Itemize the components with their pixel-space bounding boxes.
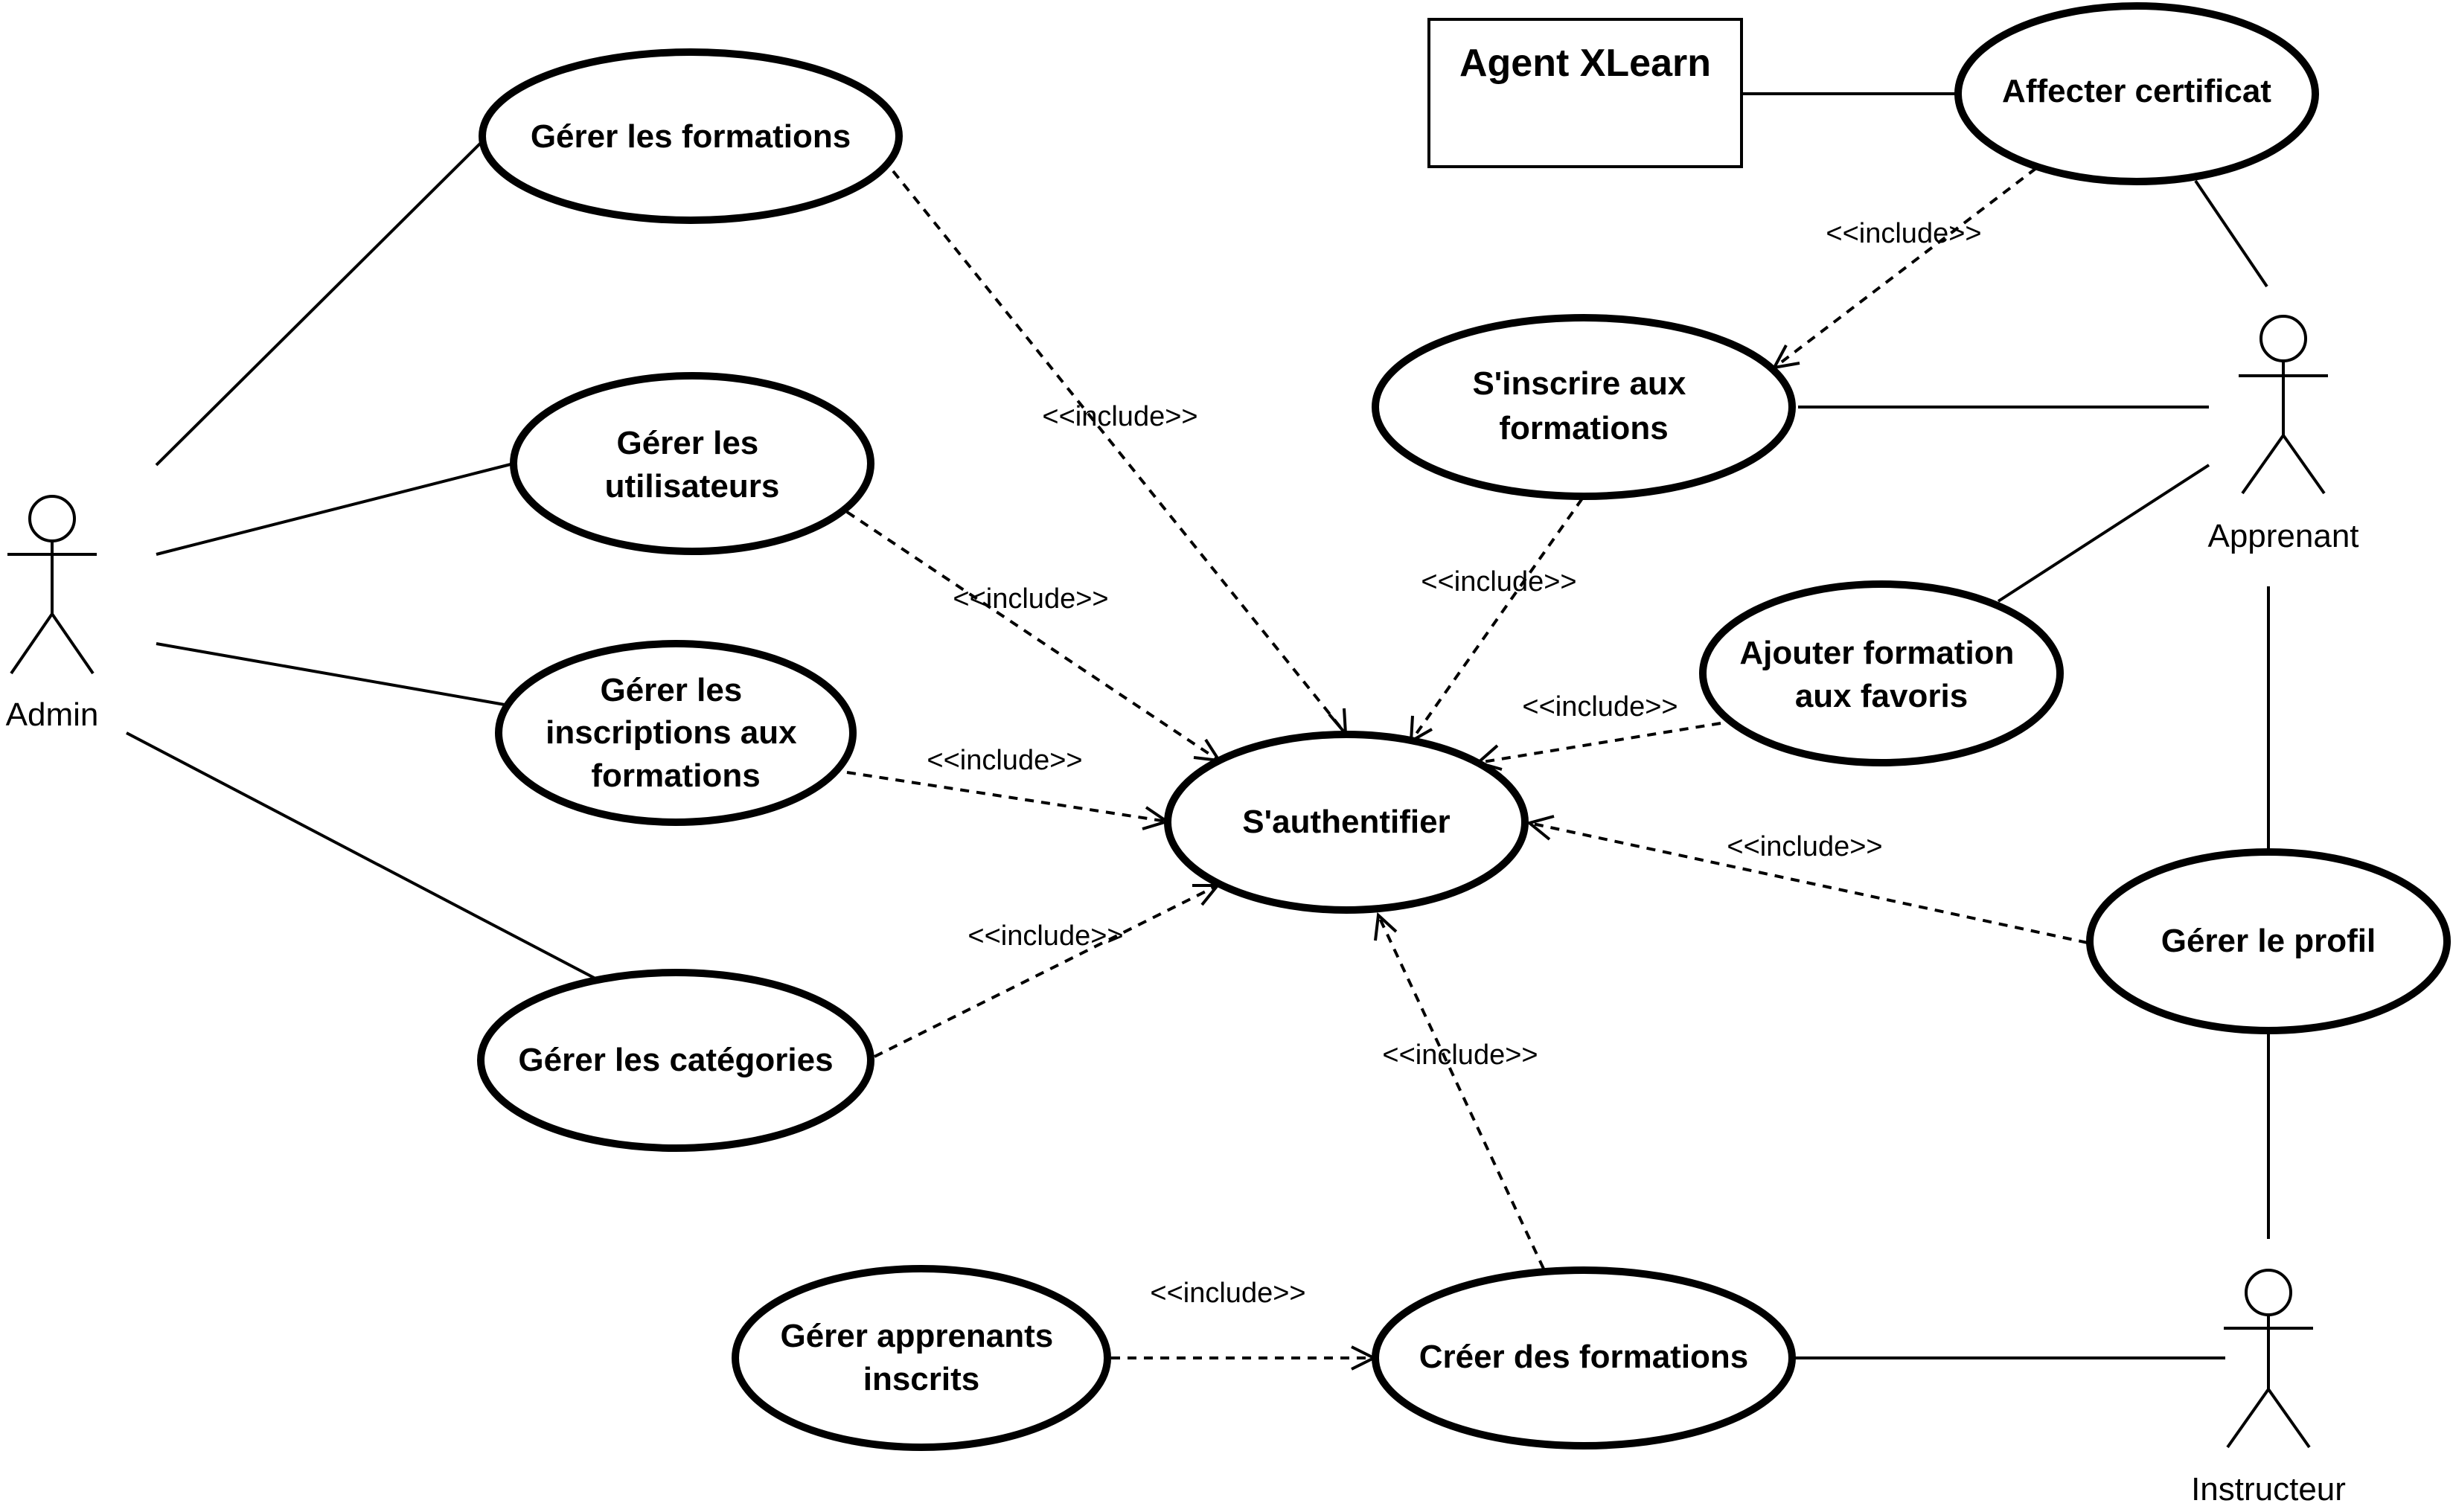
include-label-gerer-utilisateurs: <<include>> xyxy=(953,583,1108,615)
use-case-label: Ajouter formation aux favoris xyxy=(1739,635,2023,714)
include-line-gerer-formations xyxy=(892,170,1347,735)
include-label-gerer-apprenants: <<include>> xyxy=(1150,1278,1305,1309)
use-case-ellipse xyxy=(1372,1266,1796,1449)
include-arrowhead-gerer-formations xyxy=(1328,708,1348,738)
stick-figure-icon xyxy=(2224,1269,2313,1449)
use-case-ellipse xyxy=(477,969,874,1152)
use-case-ellipse xyxy=(495,640,857,826)
stick-figure-icon xyxy=(2239,315,2328,495)
use-case-ellipse xyxy=(2086,848,2451,1034)
include-labels: <<include>> <<include>> <<include>> <<in… xyxy=(927,218,1981,1309)
include-line-affecter-certificat xyxy=(1773,167,2038,369)
use-case-ellipse xyxy=(479,48,903,224)
use-case-affecter-certificat[interactable]: Affecter certificat xyxy=(1954,2,2319,185)
use-case-label: Gérer les utilisateurs xyxy=(605,425,780,504)
include-label-affecter-certificat: <<include>> xyxy=(1826,218,1981,249)
use-case-label: Gérer les inscriptions aux formations xyxy=(546,672,806,794)
use-case-gerer-formations[interactable]: Gérer les formations xyxy=(479,48,903,224)
use-case-label: S'inscrire aux formations xyxy=(1472,365,1695,446)
assoc-admin-gerer-categories xyxy=(126,731,596,980)
include-label-creer-formations: <<include>> xyxy=(1382,1040,1538,1071)
assoc-admin-gerer-utilisateurs xyxy=(156,462,514,556)
include-arrowhead-creer-formations xyxy=(1374,912,1398,941)
include-label-gerer-profil: <<include>> xyxy=(1727,831,1882,862)
include-line-favoris xyxy=(1477,722,1721,764)
include-label-gerer-formations: <<include>> xyxy=(1042,401,1197,432)
use-case-ellipse xyxy=(1164,731,1529,914)
use-case-creer-formations[interactable]: Créer des formations xyxy=(1372,1266,1796,1449)
use-case-inscrire-formations[interactable]: S'inscrire aux formations xyxy=(1372,314,1796,500)
actor-label-instructeur: Instructeur xyxy=(2191,1471,2346,1508)
agent-xlearn-label: Agent XLearn xyxy=(1459,42,1711,85)
include-line-gerer-inscriptions xyxy=(846,771,1168,823)
use-case-label: Gérer le profil xyxy=(2161,923,2376,959)
include-line-gerer-categories xyxy=(874,884,1218,1058)
use-case-ellipse xyxy=(1372,314,1796,500)
agent-xlearn-rect xyxy=(1427,18,1743,168)
stick-figure-icon xyxy=(7,495,97,675)
use-case-ellipse xyxy=(510,372,874,555)
use-case-label: Gérer les formations xyxy=(531,118,851,155)
assoc-favoris-apprenant xyxy=(1997,464,2210,603)
use-case-gerer-inscriptions[interactable]: Gérer les inscriptions aux formations xyxy=(495,640,857,826)
use-case-ellipse xyxy=(732,1265,1111,1451)
include-label-gerer-inscriptions: <<include>> xyxy=(927,745,1082,776)
use-case-label: Créer des formations xyxy=(1419,1339,1749,1375)
include-line-gerer-utilisateurs xyxy=(845,510,1221,762)
include-label-favoris: <<include>> xyxy=(1522,691,1678,723)
actor-admin[interactable]: Admin xyxy=(6,495,99,733)
association-lines xyxy=(126,92,2270,1359)
assoc-admin-gerer-inscriptions xyxy=(156,642,505,706)
include-label-gerer-categories: <<include>> xyxy=(968,920,1123,952)
use-case-gerer-profil[interactable]: Gérer le profil xyxy=(2086,848,2451,1034)
include-line-inscrire xyxy=(1410,497,1584,743)
use-case-ellipse xyxy=(1699,580,2064,766)
include-line-gerer-profil xyxy=(1529,821,2088,944)
use-case-authentifier[interactable]: S'authentifier xyxy=(1164,731,1529,914)
assoc-affecter-certificat-apprenant xyxy=(2194,179,2268,288)
actor-instructeur[interactable]: Instructeur xyxy=(2191,1269,2346,1508)
use-case-ajouter-favoris[interactable]: Ajouter formation aux favoris xyxy=(1699,580,2064,766)
include-line-creer-formations xyxy=(1377,914,1545,1269)
include-arrowhead-gerer-profil xyxy=(1526,815,1555,841)
use-case-gerer-categories[interactable]: Gérer les catégories xyxy=(477,969,874,1152)
use-case-ellipse xyxy=(1954,2,2319,185)
include-label-inscrire: <<include>> xyxy=(1421,566,1576,598)
use-case-label: Gérer les catégories xyxy=(518,1042,833,1078)
assoc-admin-gerer-formations xyxy=(155,140,484,467)
actor-apprenant[interactable]: Apprenant xyxy=(2207,315,2359,554)
actor-label-admin: Admin xyxy=(6,696,99,733)
agent-xlearn-box: Agent XLearn xyxy=(1427,18,1743,168)
use-case-gerer-utilisateurs[interactable]: Gérer les utilisateurs xyxy=(510,372,874,555)
actor-label-apprenant: Apprenant xyxy=(2207,518,2358,554)
use-case-label: Gérer apprenants inscrits xyxy=(780,1318,1062,1397)
use-case-label: S'authentifier xyxy=(1242,804,1450,840)
include-arrowhead-gerer-categories xyxy=(1192,884,1221,906)
use-case-label: Affecter certificat xyxy=(2002,73,2271,109)
use-case-gerer-apprenants-inscrits[interactable]: Gérer apprenants inscrits xyxy=(732,1265,1111,1451)
